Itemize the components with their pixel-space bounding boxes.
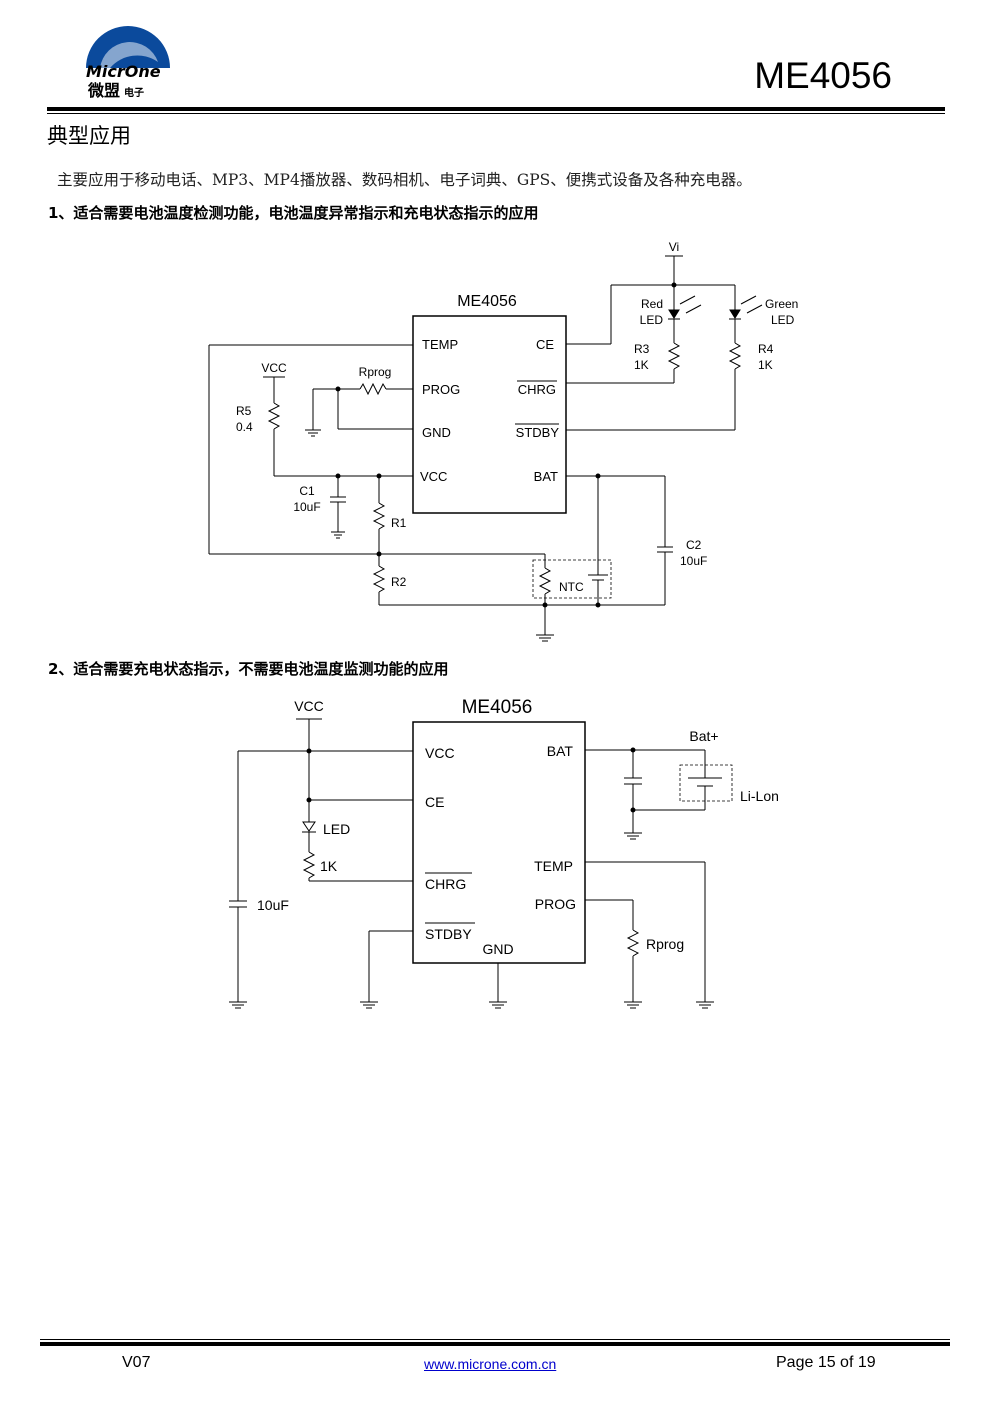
r1-label: R1 xyxy=(391,516,407,530)
green-led-led: LED xyxy=(771,313,795,327)
pin-vcc: VCC xyxy=(420,469,447,484)
pin2-chrg: CHRG xyxy=(425,876,466,892)
c2-val: 10uF xyxy=(680,554,707,568)
microne-logo: MicrOne 微盟 电子 xyxy=(80,22,180,102)
pin2-stdby: STDBY xyxy=(425,926,472,942)
footer-rule-thick xyxy=(40,1342,950,1346)
red-led-label: Red xyxy=(641,297,663,311)
r5-label: R5 xyxy=(236,404,252,418)
schematic-app1: ME4056 TEMP PROG GND VCC CE CHRG STDBY B… xyxy=(208,240,798,642)
rprog-label: Rprog xyxy=(359,365,392,379)
pin-gnd: GND xyxy=(422,425,451,440)
pin2-prog: PROG xyxy=(535,896,576,912)
r3-val: 1K xyxy=(634,358,649,372)
pin2-temp: TEMP xyxy=(534,858,573,874)
logo-cn-small: 电子 xyxy=(124,86,144,99)
led2-label: LED xyxy=(323,821,350,837)
app1-heading: 1、适合需要电池温度检测功能，电池温度异常指示和充电状态指示的应用 xyxy=(48,204,539,222)
r2-label: R2 xyxy=(391,575,407,589)
li-lon-label: Li-Lon xyxy=(740,788,779,804)
pin-bat: BAT xyxy=(534,469,558,484)
header-rule-thin xyxy=(47,113,945,114)
logo-latin: MicrOne xyxy=(86,62,161,81)
pin2-vcc: VCC xyxy=(425,745,455,761)
pin2-bat: BAT xyxy=(547,743,574,759)
ntc-label: NTC xyxy=(559,580,584,594)
footer-rule-thin xyxy=(40,1339,950,1340)
chip2-name: ME4056 xyxy=(462,697,533,718)
pin2-ce: CE xyxy=(425,794,444,810)
pin-stdby: STDBY xyxy=(516,425,560,440)
rprog2-label: Rprog xyxy=(646,936,684,952)
pin-chrg: CHRG xyxy=(518,382,556,397)
vcc2-label: VCC xyxy=(294,698,324,714)
header-rule-thick xyxy=(47,107,945,111)
document-title: ME4056 xyxy=(754,55,892,96)
c2-label: C2 xyxy=(686,538,702,552)
red-led-led: LED xyxy=(640,313,664,327)
r5-val: 0.4 xyxy=(236,420,253,434)
cap2-val: 10uF xyxy=(257,897,289,913)
pin-ce: CE xyxy=(536,337,554,352)
bat-plus-label: Bat+ xyxy=(689,728,718,744)
section-title: 典型应用 xyxy=(47,124,131,148)
r3-label: R3 xyxy=(634,342,650,356)
r4-val: 1K xyxy=(758,358,773,372)
r4-label: R4 xyxy=(758,342,774,356)
r2-1k-label: 1K xyxy=(320,858,338,874)
footer-page-number: Page 15 of 19 xyxy=(776,1354,876,1371)
app2-heading: 2、适合需要充电状态指示，不需要电池温度监测功能的应用 xyxy=(48,660,449,678)
green-led-label: Green xyxy=(765,297,798,311)
pin2-gnd: GND xyxy=(482,941,513,957)
intro-text: 主要应用于移动电话、MP3、MP4播放器、数码相机、电子词典、GPS、便携式设备… xyxy=(57,171,752,189)
pin-prog: PROG xyxy=(422,382,460,397)
c1-label: C1 xyxy=(299,484,315,498)
chip-name: ME4056 xyxy=(457,293,517,310)
schematic-app2: ME4056 VCC CE CHRG STDBY GND BAT TEMP PR… xyxy=(229,697,779,1009)
c1-val: 10uF xyxy=(293,500,320,514)
logo-cn: 微盟 xyxy=(87,81,120,100)
footer-website-link[interactable]: www.microne.com.cn xyxy=(424,1356,557,1372)
pin-temp: TEMP xyxy=(422,337,458,352)
vi-label: Vi xyxy=(669,240,679,254)
vcc-label: VCC xyxy=(261,361,287,375)
chip2-body xyxy=(412,721,586,964)
chip-body xyxy=(412,315,567,514)
footer-version: V07 xyxy=(122,1354,151,1371)
